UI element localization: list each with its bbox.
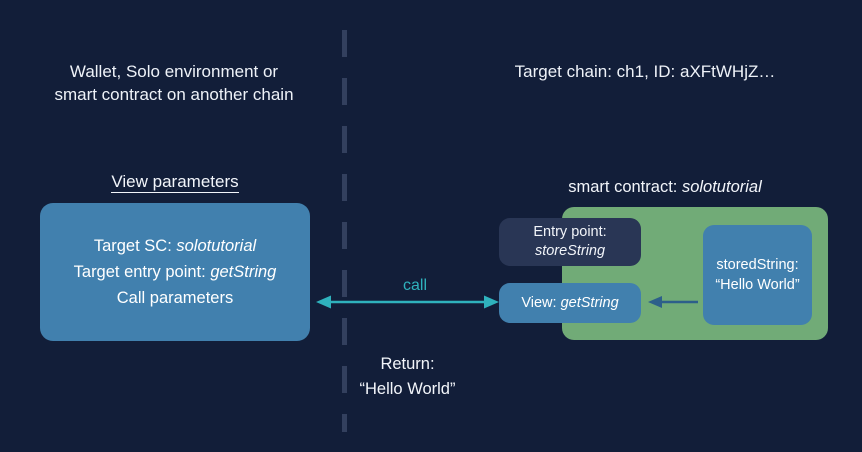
- smart-contract-title: smart contract: solotutorial: [500, 178, 830, 197]
- call-bidirectional-arrow-icon: [316, 295, 499, 309]
- call-label: call: [402, 277, 427, 294]
- view-box-text: View: getString: [521, 295, 618, 311]
- right-column-header: Target chain: ch1, ID: aXFtWHjZ…: [514, 62, 776, 81]
- view-parameters-line-entry-point: Target entry point: getString: [74, 260, 277, 284]
- target-sc-label: Target SC:: [93, 237, 177, 255]
- view-parameters-title-text: View parameters: [111, 172, 239, 193]
- view-parameters-box: Target SC: solotutorial Target entry poi…: [40, 203, 310, 341]
- view-box-value: getString: [560, 295, 619, 311]
- call-parameters-label: Call parameters: [116, 289, 234, 307]
- target-entry-point-value: getString: [210, 263, 277, 281]
- vertical-dashed-divider: [342, 30, 347, 432]
- stored-string-to-view-arrow-icon: [648, 296, 698, 308]
- view-parameters-line-target-sc: Target SC: solotutorial: [94, 234, 256, 258]
- target-sc-value: solotutorial: [176, 237, 257, 255]
- entry-point-value: storeString: [534, 243, 606, 259]
- stored-string-value: “Hello World”: [715, 277, 800, 293]
- target-entry-point-label: Target entry point:: [73, 263, 211, 281]
- view-parameters-line-call-parameters: Call parameters: [117, 286, 233, 310]
- stored-string-label: storedString:: [716, 257, 799, 273]
- view-parameters-title: View parameters: [40, 172, 310, 193]
- view-box-label: View:: [521, 295, 561, 311]
- return-label: Return: “Hello World”: [359, 355, 456, 398]
- smart-contract-title-value: solotutorial: [681, 178, 762, 196]
- left-column-header: Wallet, Solo environment or smart contra…: [54, 62, 294, 104]
- stored-string-box: storedString: “Hello World”: [703, 225, 812, 325]
- entry-point-label: Entry point:: [533, 224, 607, 240]
- entry-point-box: Entry point: storeString: [499, 218, 641, 266]
- view-box: View: getString: [499, 283, 641, 323]
- smart-contract-title-label: smart contract:: [568, 178, 682, 196]
